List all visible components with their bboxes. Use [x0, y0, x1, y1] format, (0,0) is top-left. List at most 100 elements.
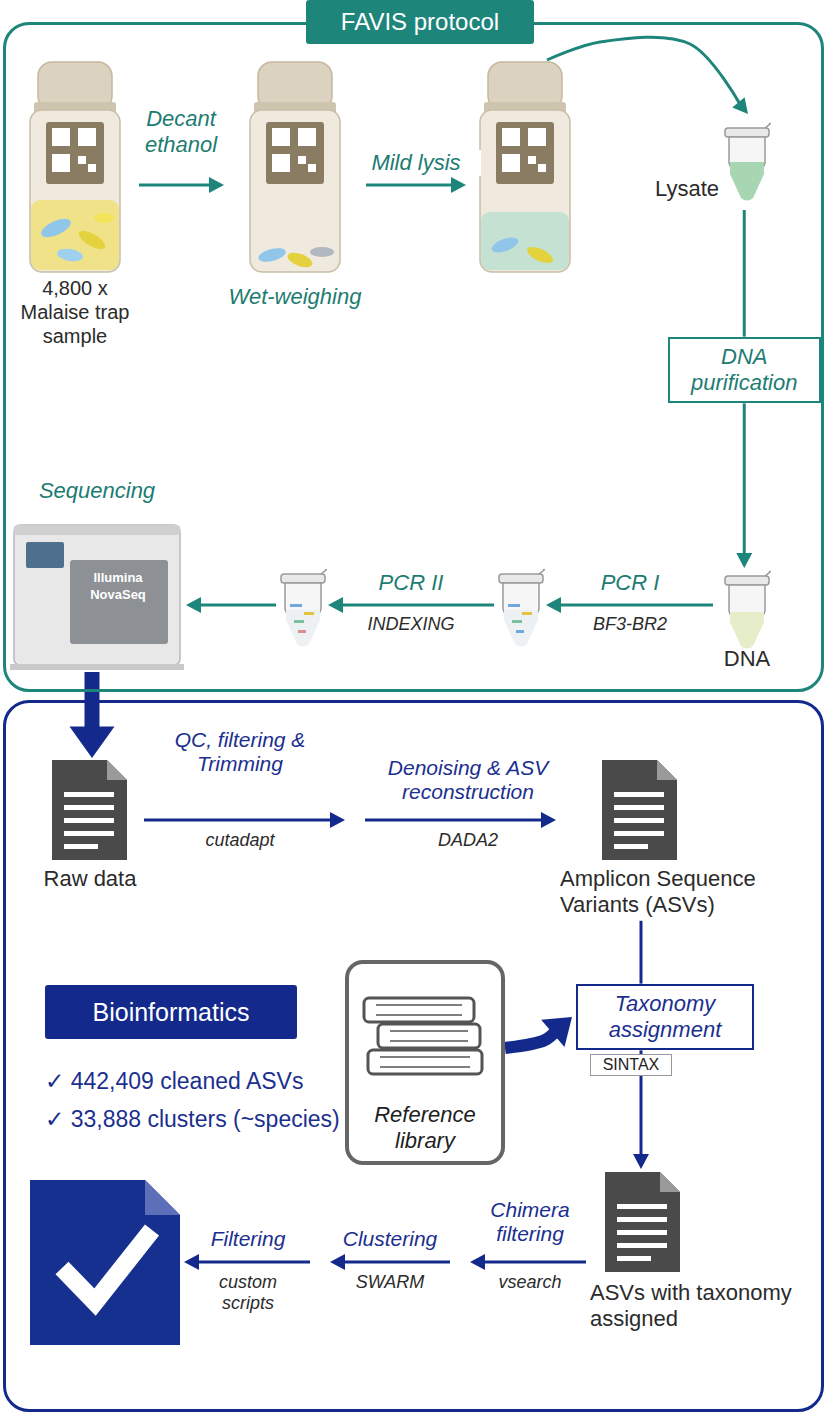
step-label: custom scripts — [203, 1272, 293, 1313]
step-box: DNA purification — [668, 337, 822, 404]
books — [390, 1030, 468, 1032]
connector — [70, 672, 115, 758]
node-text: DNA purification — [680, 344, 810, 397]
data-file: ASVs with taxonomy assigned — [590, 1172, 800, 1333]
drained-jar — [250, 62, 340, 272]
sequencer — [26, 542, 64, 568]
connector-line — [198, 604, 276, 607]
edge-label: PCR I — [575, 570, 685, 596]
arrowhead — [328, 597, 343, 613]
bioinformatics-panel: Bioinformatics Raw data Amplicon Sequence … — [3, 700, 824, 1412]
node-text: Raw data — [40, 866, 140, 892]
node-text: Taxonomy assignment — [590, 991, 740, 1044]
node-text: Wet-weighing — [228, 284, 362, 310]
connector-line — [640, 921, 643, 984]
malaise-jar — [30, 62, 120, 272]
malaise-jar — [31, 200, 119, 270]
books — [364, 998, 482, 1074]
step-label: cutadapt — [180, 830, 300, 851]
sample-jar: Wet-weighing — [228, 62, 362, 310]
arrowhead — [541, 812, 556, 828]
node-text: FAVIS protocol — [306, 0, 534, 44]
icon-space — [228, 62, 362, 284]
node-text: Sequencing — [12, 478, 182, 504]
dna-tube — [725, 572, 770, 649]
index-tube — [298, 630, 306, 633]
result-file — [145, 1180, 180, 1215]
raw-data-file — [52, 760, 127, 860]
result-file — [62, 1230, 152, 1302]
edge-label: Mild lysis — [351, 150, 481, 176]
step-box: Taxonomy assignment — [576, 984, 754, 1051]
edge-label: PCR II — [356, 570, 466, 596]
icon-space — [560, 758, 800, 866]
icon-space — [15, 62, 135, 276]
library-box: Reference library — [345, 960, 505, 1165]
books — [376, 1014, 462, 1016]
arrowhead — [209, 177, 224, 193]
connector-line — [139, 184, 212, 187]
icon-space — [717, 572, 777, 646]
data-file: Raw data — [40, 760, 140, 892]
malaise-jar — [76, 227, 108, 252]
drained-jar — [250, 62, 340, 272]
lysate-tube — [725, 124, 770, 201]
result-file — [30, 1180, 180, 1345]
connector-line — [366, 184, 454, 187]
sequencer — [14, 525, 180, 535]
drained-jar — [310, 247, 334, 257]
step-label: DADA2 — [408, 830, 528, 851]
pcr-tube — [498, 570, 542, 644]
connector-line — [547, 37, 740, 105]
arrowhead — [330, 1254, 345, 1270]
books — [380, 1056, 470, 1058]
asv-file — [602, 760, 677, 860]
sequencer — [70, 560, 168, 644]
malaise-jar — [30, 62, 120, 272]
step-label: BF3-BR2 — [575, 614, 685, 635]
edge-label: Decant ethanol — [126, 106, 236, 159]
sequencer — [10, 664, 184, 670]
arrowhead — [184, 1254, 199, 1270]
node-text: Bioinformatics — [45, 985, 297, 1039]
asv-taxonomy-file — [605, 1172, 680, 1272]
arrowhead — [736, 553, 752, 568]
connector — [366, 177, 466, 193]
icon-space — [590, 1172, 800, 1280]
sample-jar: 4,800 x Malaise trap sample — [15, 62, 135, 348]
arrowhead — [70, 727, 115, 759]
node-text: ✓ 33,888 clusters (~species) — [45, 1106, 340, 1133]
node-text: Illumina NovaSeq — [72, 570, 164, 604]
books — [376, 1004, 462, 1006]
data-file: Amplicon Sequence Variants (ASVs) — [560, 758, 800, 919]
books — [368, 1050, 482, 1074]
node-text: ASVs with taxonomy assigned — [590, 1280, 800, 1333]
raw-data-file — [52, 760, 127, 860]
connector-line — [505, 1030, 557, 1048]
sample-jar — [470, 62, 580, 272]
connector — [144, 812, 556, 828]
pcr-tube — [508, 604, 520, 607]
arrowhead — [451, 177, 466, 193]
step-label: INDEXING — [356, 614, 466, 635]
lysis-jar — [480, 62, 570, 272]
pcr-tube — [512, 620, 522, 623]
node-text: ✓ 442,409 cleaned ASVs — [45, 1068, 303, 1095]
books — [380, 1066, 470, 1068]
pcr-tube — [499, 570, 544, 647]
step-label: SINTAX — [590, 1054, 672, 1076]
step-label: QC, filtering & Trimming — [170, 728, 310, 776]
lysate-tube: Lysate — [725, 118, 771, 206]
lysis-jar — [525, 244, 555, 267]
arrowhead — [330, 812, 345, 828]
sequencer — [10, 525, 184, 670]
arrowhead — [470, 1254, 485, 1270]
index-tube — [290, 604, 302, 607]
drained-jar — [286, 250, 315, 270]
icon-space — [40, 760, 140, 866]
dna-tube — [730, 612, 764, 649]
step-label: Chimera filtering — [470, 1198, 590, 1246]
arrowhead — [186, 597, 201, 613]
arrowhead — [732, 97, 748, 114]
